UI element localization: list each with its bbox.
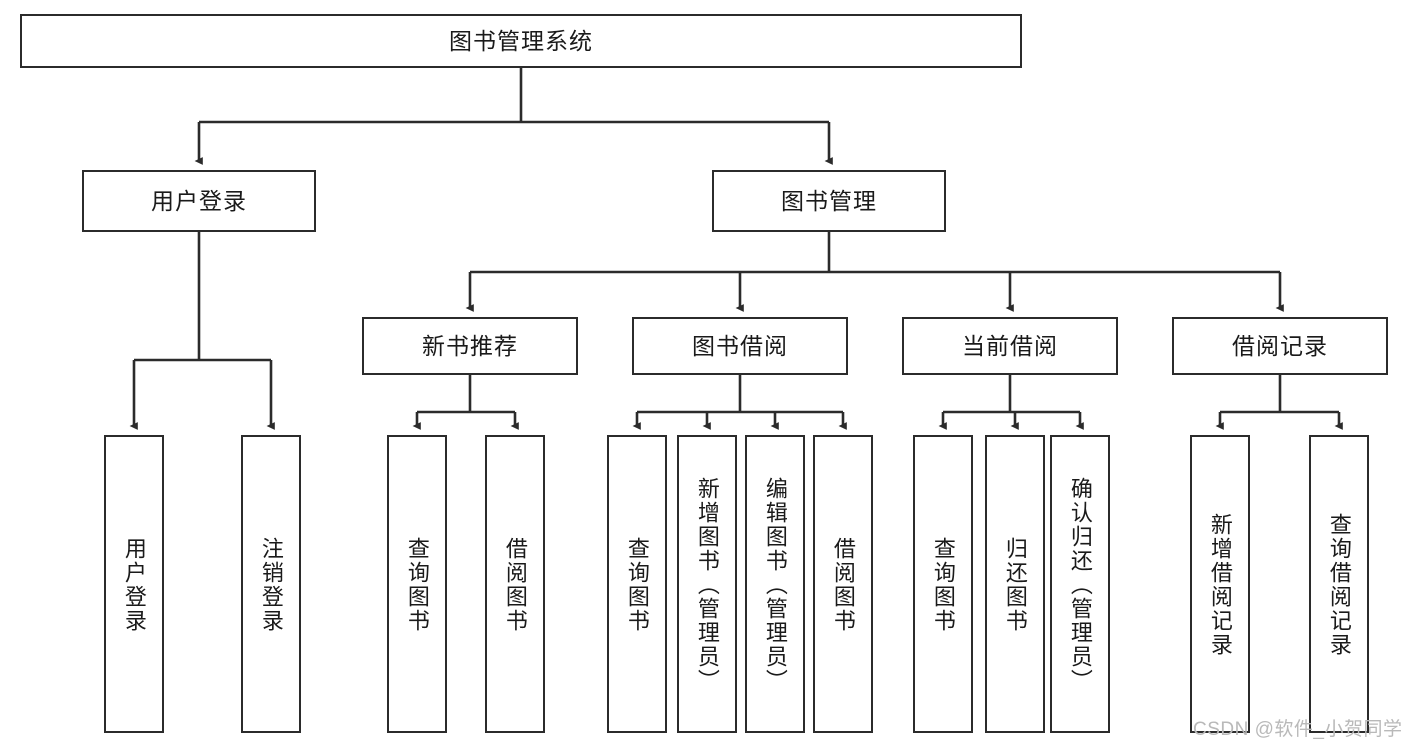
node-leaf-add-book[interactable]: 新增图书（管理员） xyxy=(677,435,737,733)
node-leaf-logout[interactable]: 注销登录 xyxy=(241,435,301,733)
node-leaf-confirm-return[interactable]: 确认归还（管理员） xyxy=(1050,435,1110,733)
node-leaf-query-book-borrow[interactable]: 查询图书 xyxy=(607,435,667,733)
node-leaf-return-book[interactable]: 归还图书 xyxy=(985,435,1045,733)
node-label: 归还图书 xyxy=(1002,537,1028,633)
node-label: 新书推荐 xyxy=(422,332,518,359)
node-current-borrow[interactable]: 当前借阅 xyxy=(902,317,1118,375)
node-label: 借阅图书 xyxy=(830,537,856,633)
node-label: 新增图书（管理员） xyxy=(694,477,720,693)
node-new-book-recommend[interactable]: 新书推荐 xyxy=(362,317,578,375)
node-label: 注销登录 xyxy=(258,537,284,633)
node-label: 用户登录 xyxy=(121,537,147,633)
node-label: 图书管理系统 xyxy=(449,27,593,54)
node-label: 编辑图书（管理员） xyxy=(762,477,788,693)
node-label: 查询图书 xyxy=(624,537,650,633)
node-label: 用户登录 xyxy=(151,187,247,214)
node-leaf-query-book-current[interactable]: 查询图书 xyxy=(913,435,973,733)
node-label: 查询借阅记录 xyxy=(1326,513,1352,657)
node-label: 当前借阅 xyxy=(962,332,1058,359)
node-label: 新增借阅记录 xyxy=(1207,513,1233,657)
node-leaf-add-borrow-record[interactable]: 新增借阅记录 xyxy=(1190,435,1250,733)
node-leaf-query-borrow-record[interactable]: 查询借阅记录 xyxy=(1309,435,1369,733)
node-label: 图书借阅 xyxy=(692,332,788,359)
node-user-login[interactable]: 用户登录 xyxy=(82,170,316,232)
node-book-management[interactable]: 图书管理 xyxy=(712,170,946,232)
node-leaf-borrow-book-rec[interactable]: 借阅图书 xyxy=(485,435,545,733)
node-leaf-user-login[interactable]: 用户登录 xyxy=(104,435,164,733)
node-label: 图书管理 xyxy=(781,187,877,214)
node-label: 查询图书 xyxy=(930,537,956,633)
node-root[interactable]: 图书管理系统 xyxy=(20,14,1022,68)
node-book-borrow[interactable]: 图书借阅 xyxy=(632,317,848,375)
node-label: 借阅记录 xyxy=(1232,332,1328,359)
csdn-watermark: CSDN @软件_小贺同学 xyxy=(1193,719,1403,740)
node-borrow-records[interactable]: 借阅记录 xyxy=(1172,317,1388,375)
node-label: 查询图书 xyxy=(404,537,430,633)
node-leaf-query-book-rec[interactable]: 查询图书 xyxy=(387,435,447,733)
node-label: 借阅图书 xyxy=(502,537,528,633)
node-leaf-borrow-book[interactable]: 借阅图书 xyxy=(813,435,873,733)
node-leaf-edit-book[interactable]: 编辑图书（管理员） xyxy=(745,435,805,733)
node-label: 确认归还（管理员） xyxy=(1067,477,1093,693)
